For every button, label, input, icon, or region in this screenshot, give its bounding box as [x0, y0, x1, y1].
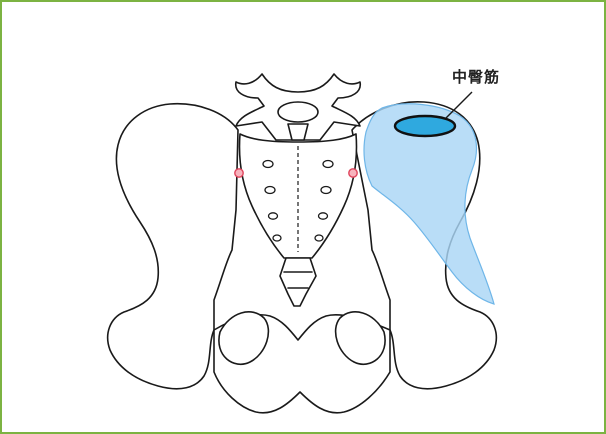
sacral-foramen	[263, 161, 273, 168]
sacral-foramen	[319, 213, 328, 219]
muscle-origin-area	[395, 116, 455, 136]
sacral-foramen	[321, 187, 331, 194]
sacral-foramen	[265, 187, 275, 194]
right-landmark-dot	[349, 169, 357, 177]
vertebral-body	[278, 102, 318, 122]
spinous-process	[288, 124, 308, 140]
left-landmark-dot	[235, 169, 243, 177]
sacral-foramen	[315, 235, 323, 241]
sacral-foramen	[323, 161, 333, 168]
coccyx	[280, 258, 316, 306]
muscle-label: 中臀筋	[452, 68, 500, 86]
sacral-foramen	[273, 235, 281, 241]
sacral-foramen	[269, 213, 278, 219]
